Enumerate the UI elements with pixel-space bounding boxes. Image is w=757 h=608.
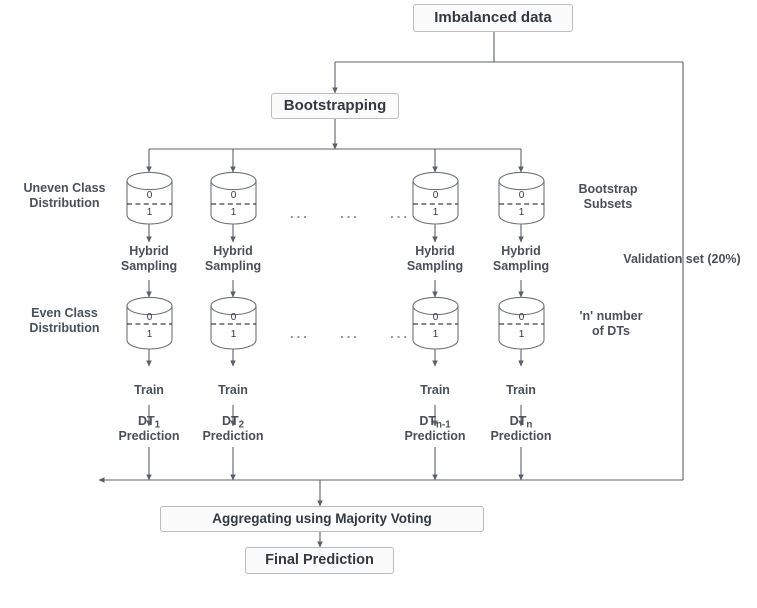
svg-text:0: 0 — [231, 312, 237, 323]
train-dt-label-4: Train DTn — [476, 368, 566, 431]
svg-text:0: 0 — [433, 190, 439, 201]
dt-subscript: n — [526, 419, 533, 431]
svg-text:1: 1 — [433, 329, 439, 340]
ellipsis-dot-group: ... — [290, 326, 310, 341]
dt-word: DT — [221, 413, 239, 428]
dt-subscript: n-1 — [436, 419, 451, 431]
svg-text:0: 0 — [519, 312, 525, 323]
hybrid-sampling-label-3: Hybrid Sampling — [406, 244, 464, 274]
svg-text:0: 0 — [231, 190, 237, 201]
svg-text:1: 1 — [231, 207, 237, 218]
dt-subscript: 1 — [154, 419, 161, 431]
train-word: Train — [506, 383, 536, 398]
cylinder-row2-ellipsis: ... ... ... — [290, 326, 410, 341]
uneven-class-distribution-label: Uneven Class Distribution — [23, 181, 106, 211]
train-word: Train — [134, 383, 164, 398]
train-dt-label-1: Train DT1 — [104, 368, 194, 431]
bootstrap-subset-cylinder-2: 0 1 — [210, 171, 257, 225]
balanced-subset-cylinder-2: 0 1 — [210, 296, 257, 350]
final-prediction-box: Final Prediction — [245, 547, 394, 574]
bootstrapping-label: Bootstrapping — [283, 96, 387, 114]
n-number-of-dts-label: 'n' number of DTs — [579, 309, 643, 339]
dt-word: DT — [509, 413, 527, 428]
bootstrap-subset-cylinder-1: 0 1 — [126, 171, 173, 225]
svg-text:1: 1 — [147, 329, 153, 340]
bootstrapping-box: Bootstrapping — [271, 93, 399, 119]
ellipsis-dot-group: ... — [340, 326, 360, 341]
aggregating-box: Aggregating using Majority Voting — [160, 506, 484, 532]
train-dt-label-2: Train DT2 — [188, 368, 278, 431]
ellipsis-dot-group: ... — [390, 326, 410, 341]
train-word: Train — [218, 383, 248, 398]
imbalanced-data-label: Imbalanced data — [434, 8, 552, 26]
prediction-label-2: Prediction — [202, 429, 264, 443]
svg-text:1: 1 — [147, 207, 153, 218]
svg-text:0: 0 — [147, 190, 153, 201]
validation-set-label: Validation set (20%) — [623, 252, 741, 266]
ellipsis-dot-group: ... — [340, 206, 360, 221]
bootstrap-subsets-label: Bootstrap Subsets — [578, 182, 638, 212]
balanced-subset-cylinder-4: 0 1 — [498, 296, 545, 350]
svg-text:0: 0 — [519, 190, 525, 201]
prediction-label-1: Prediction — [118, 429, 180, 443]
svg-text:0: 0 — [147, 312, 153, 323]
prediction-label-3: Prediction — [404, 429, 466, 443]
svg-text:1: 1 — [519, 207, 525, 218]
ellipsis-dot-group: ... — [390, 206, 410, 221]
even-class-distribution-label: Even Class Distribution — [29, 306, 100, 336]
dt-subscript: 2 — [238, 419, 245, 431]
bootstrap-subset-cylinder-3: 0 1 — [412, 171, 459, 225]
train-dt-label-3: Train DTn-1 — [390, 368, 480, 431]
ellipsis-dot-group: ... — [290, 206, 310, 221]
imbalanced-data-box: Imbalanced data — [413, 4, 573, 32]
aggregating-label: Aggregating using Majority Voting — [212, 510, 432, 526]
svg-text:1: 1 — [433, 207, 439, 218]
dt-word: DT — [419, 413, 437, 428]
svg-text:0: 0 — [433, 312, 439, 323]
hybrid-sampling-label-2: Hybrid Sampling — [204, 244, 262, 274]
cylinder-row1-ellipsis: ... ... ... — [290, 206, 410, 221]
hybrid-sampling-label-4: Hybrid Sampling — [492, 244, 550, 274]
train-word: Train — [420, 383, 450, 398]
balanced-subset-cylinder-3: 0 1 — [412, 296, 459, 350]
svg-text:1: 1 — [519, 329, 525, 340]
hybrid-sampling-label-1: Hybrid Sampling — [120, 244, 178, 274]
balanced-subset-cylinder-1: 0 1 — [126, 296, 173, 350]
prediction-label-4: Prediction — [490, 429, 552, 443]
dt-word: DT — [137, 413, 155, 428]
final-prediction-label: Final Prediction — [265, 551, 374, 568]
svg-text:1: 1 — [231, 329, 237, 340]
bootstrap-subset-cylinder-4: 0 1 — [498, 171, 545, 225]
